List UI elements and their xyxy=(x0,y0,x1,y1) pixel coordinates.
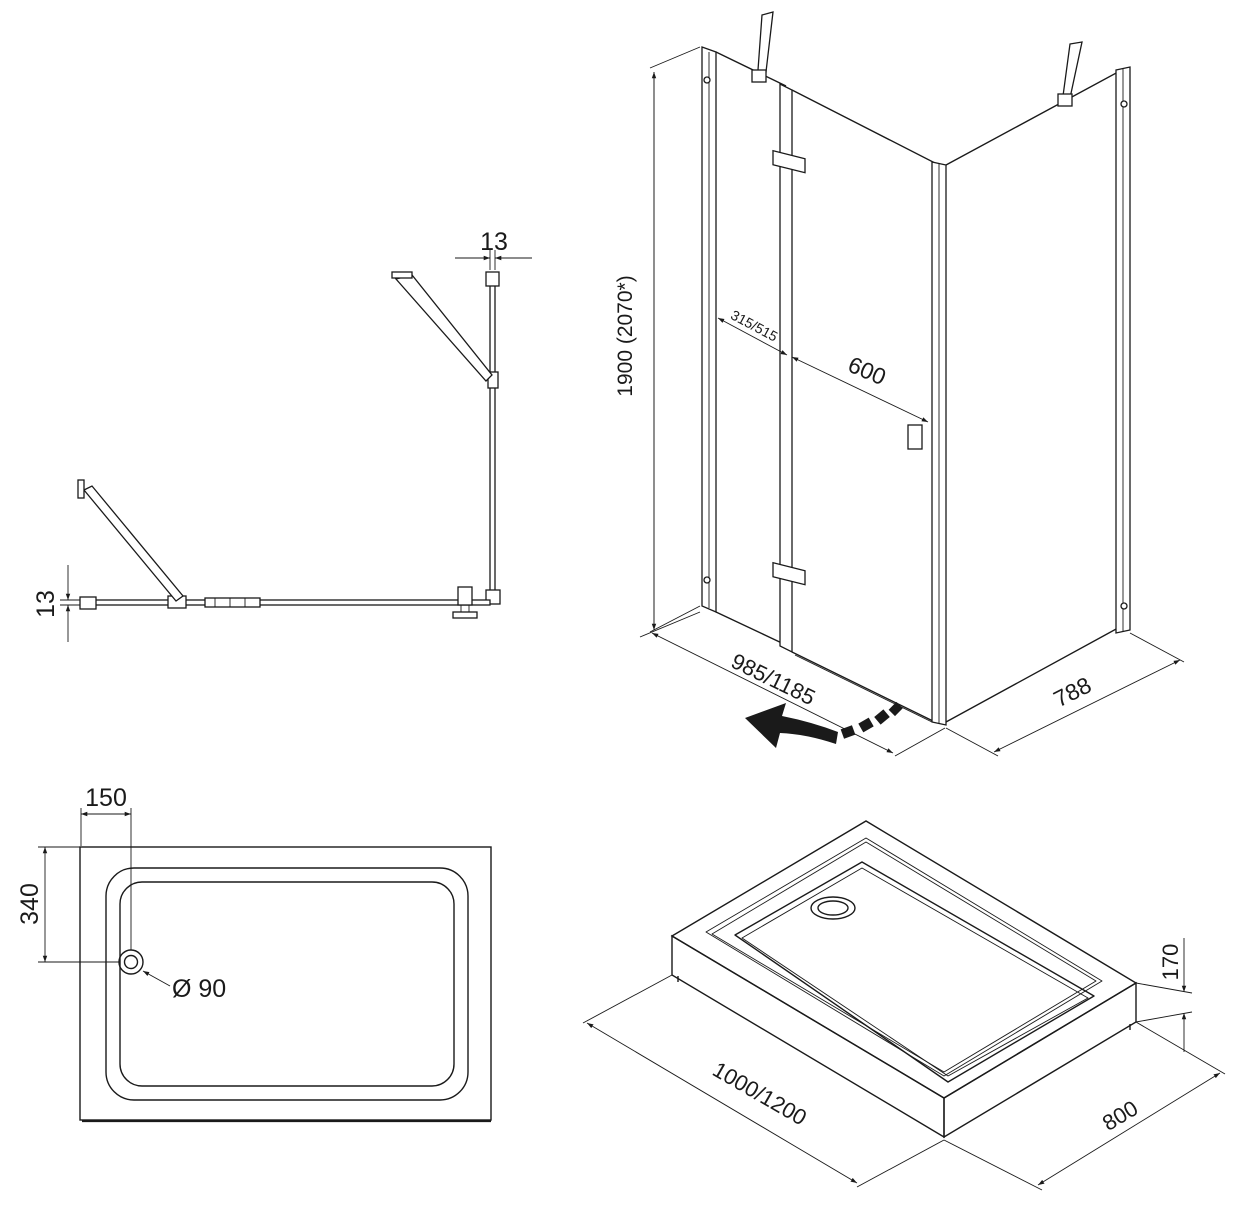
dim-top-13-label: 13 xyxy=(480,228,508,256)
dim-tray-length: 1000/1200 xyxy=(582,974,945,1188)
wall-bracket-right xyxy=(1057,41,1083,107)
door-panel xyxy=(791,89,936,724)
dim-side-depth: 788 xyxy=(945,632,1185,757)
dim-tray-length-label: 1000/1200 xyxy=(708,1057,811,1131)
hinge-panel xyxy=(772,82,806,654)
dim-left-13-label: 13 xyxy=(32,590,60,618)
dim-drain-x: 150 xyxy=(80,784,132,950)
drain-iso xyxy=(810,896,856,920)
enclosure-iso: 1900 (2070*) 315/515 600 985/1185 788 xyxy=(614,11,1185,757)
upper-support-bar xyxy=(391,271,493,382)
dim-door-width-label: 600 xyxy=(844,351,889,390)
top-view-plan: 13 13 xyxy=(32,228,532,642)
dim-door-width: 600 xyxy=(791,351,929,423)
tray-iso: 170 1000/1200 800 xyxy=(582,820,1226,1191)
dim-drain-y: 340 xyxy=(16,846,119,963)
dim-height: 1900 (2070*) xyxy=(614,46,701,633)
dim-left-13: 13 xyxy=(32,565,80,642)
side-panel-plan xyxy=(485,271,501,605)
dim-drain-x-label: 150 xyxy=(85,784,127,812)
wall-bracket-left xyxy=(751,11,774,83)
dim-height-label: 1900 (2070*) xyxy=(614,275,637,396)
dim-drain-diameter: Ø 90 xyxy=(142,970,226,1003)
dim-tray-width-label: 800 xyxy=(1098,1095,1142,1135)
dim-top-13: 13 xyxy=(455,228,532,270)
dim-door-panel-label: 315/515 xyxy=(728,307,780,345)
dim-drain-diameter-label: Ø 90 xyxy=(172,975,226,1003)
dim-side-depth-label: 788 xyxy=(1049,672,1095,713)
door-swing-arrow xyxy=(745,701,903,748)
corner-post xyxy=(931,161,947,726)
lower-support-bar xyxy=(77,479,184,602)
dim-door-panel: 315/515 xyxy=(717,307,788,356)
side-panel xyxy=(945,66,1131,723)
drain-top xyxy=(118,949,144,975)
tray-top-view: 150 340 Ø 90 xyxy=(16,784,492,1123)
front-panel-plan xyxy=(79,586,491,619)
dim-tray-height: 170 xyxy=(1135,938,1193,1052)
dim-tray-height-label: 170 xyxy=(1158,944,1183,981)
fixed-panel xyxy=(701,46,717,613)
dim-front-width-label: 985/1185 xyxy=(727,648,819,710)
dim-drain-y-label: 340 xyxy=(16,883,44,925)
